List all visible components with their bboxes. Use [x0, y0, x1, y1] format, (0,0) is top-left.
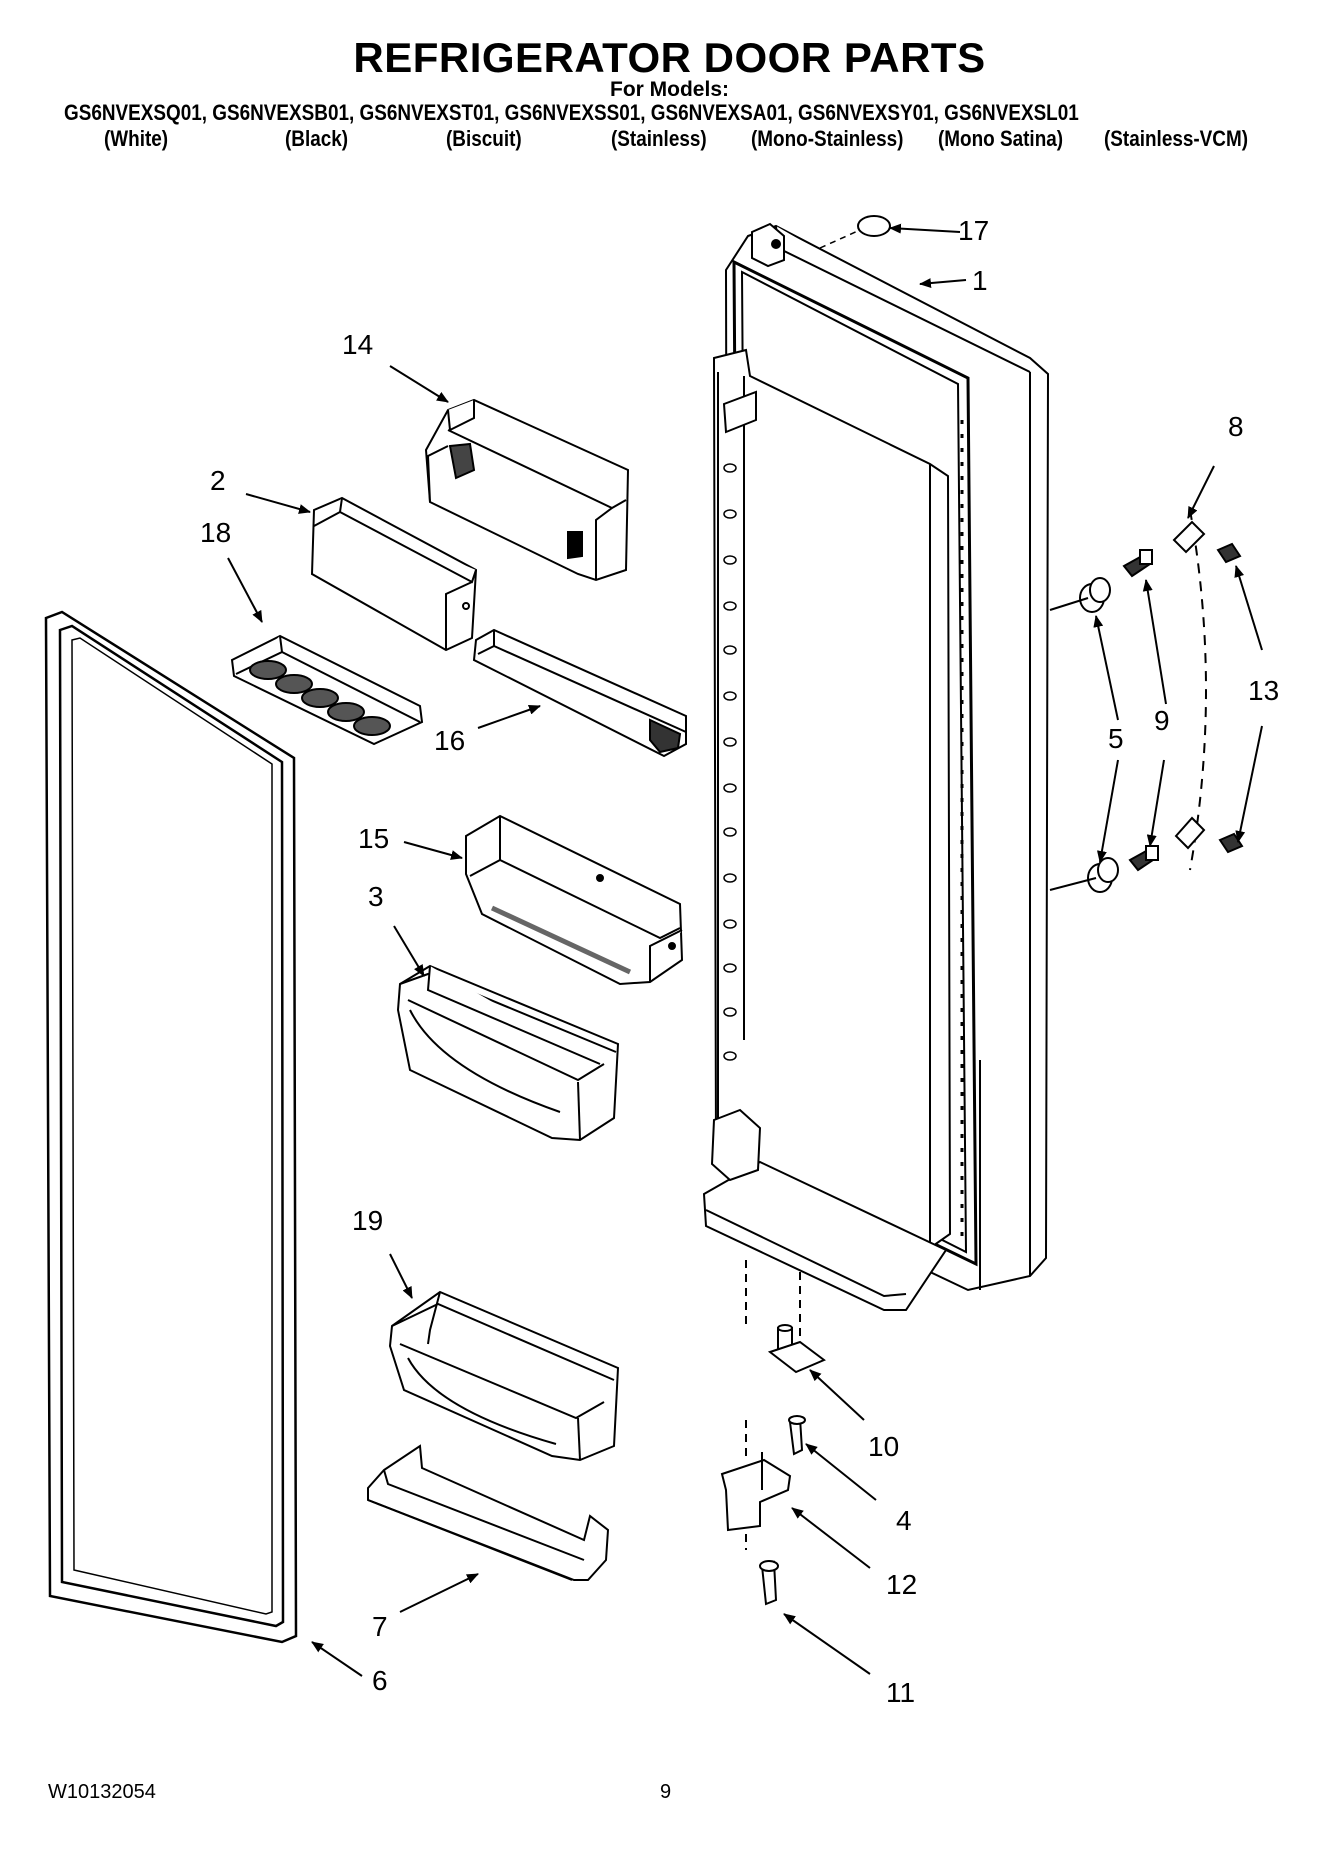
hinge-plug [857, 215, 891, 237]
callout-2: 2 [210, 465, 226, 496]
callout-16: 16 [434, 725, 465, 756]
for-models-label: For Models: [610, 78, 729, 101]
page-title: REFRIGERATOR DOOR PARTS [353, 34, 986, 81]
callout-leaders [227, 223, 1263, 1677]
door-handle-assembly [1049, 509, 1244, 893]
plug-leader [819, 229, 861, 249]
callout-1: 1 [972, 265, 988, 296]
callout-10: 10 [868, 1431, 899, 1462]
color-black: (Black) [285, 126, 349, 151]
callout-8: 8 [1228, 411, 1244, 442]
callout-9: 9 [1154, 705, 1170, 736]
dairy-bin-door [424, 398, 630, 582]
color-mono-satina: (Mono Satina) [938, 126, 1064, 151]
model-colors: (White) (Black) (Biscuit) (Stainless) (M… [0, 126, 1339, 156]
callout-6: 6 [372, 1665, 388, 1696]
callout-5: 5 [1108, 723, 1124, 754]
door-bin-small [465, 814, 684, 986]
callout-17: 17 [958, 215, 989, 246]
callout-12: 12 [886, 1569, 917, 1600]
refrigerator-door [702, 222, 1050, 1311]
color-stainless: (Stainless) [611, 126, 707, 151]
callout-11: 11 [886, 1677, 915, 1708]
color-biscuit: (Biscuit) [446, 126, 522, 151]
lower-hinge-assembly [720, 1260, 826, 1606]
color-mono-stainless: (Mono-Stainless) [751, 126, 904, 151]
callout-13: 13 [1248, 675, 1279, 706]
callout-4: 4 [896, 1505, 912, 1536]
egg-tray [230, 634, 424, 746]
color-stainless-vcm: (Stainless-VCM) [1104, 126, 1249, 151]
dairy-door-cover [310, 496, 478, 652]
door-shelf-rail [367, 1444, 610, 1581]
page-number: 9 [660, 1781, 672, 1803]
callout-14: 14 [342, 329, 373, 360]
color-white: (White) [104, 126, 169, 151]
door-gasket [44, 610, 298, 1644]
callout-3: 3 [368, 881, 384, 912]
callout-labels: 17 1 14 2 18 16 15 3 19 7 6 8 5 9 13 10 … [200, 215, 1279, 1708]
callout-15: 15 [358, 823, 389, 854]
callout-7: 7 [372, 1611, 388, 1642]
document-number: W10132054 [48, 1781, 156, 1803]
door-bin-medium [396, 964, 620, 1142]
dairy-rail [472, 628, 687, 758]
model-numbers: GS6NVEXSQ01, GS6NVEXSB01, GS6NVEXST01, G… [64, 100, 1079, 125]
door-bin-large [388, 1290, 620, 1462]
callout-18: 18 [200, 517, 231, 548]
callout-19: 19 [352, 1205, 383, 1236]
